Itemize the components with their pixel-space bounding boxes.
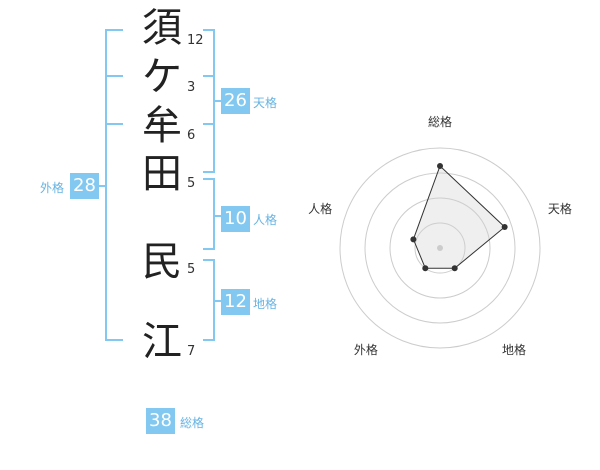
radar-axis-label: 天格 (548, 201, 572, 216)
radar-ring (414, 222, 466, 274)
radar-point (501, 223, 508, 230)
radar-center (437, 245, 443, 251)
jinkaku-bracket-connector (213, 215, 221, 217)
chikaku-label: 地格 (253, 297, 278, 311)
jinkaku-badge: 10 (221, 206, 250, 232)
radar-axis-label: 総格 (428, 114, 452, 129)
gaikaku-bracket-connector (99, 185, 107, 187)
radar-point (410, 236, 417, 243)
chikaku-badge: 12 (221, 289, 250, 315)
gaikaku-badge: 28 (70, 173, 99, 199)
stroke-count-3: 6 (187, 128, 196, 143)
name-char-5: 民 (142, 239, 182, 285)
stroke-count-6: 7 (187, 344, 196, 359)
stroke-count-1: 12 (187, 33, 204, 48)
radar-axis-label: 地格 (502, 342, 526, 357)
stroke-count-4: 5 (187, 176, 196, 191)
tenkaku-bracket-connector (213, 100, 221, 102)
name-char-6: 江 (142, 319, 182, 365)
gaikaku-bracket-tick (105, 75, 123, 77)
tenkaku-bracket-tick (203, 75, 215, 77)
tenkaku-label: 天格 (253, 96, 278, 110)
tenkaku-bracket-tick (203, 123, 215, 125)
soukaku-label: 総格 (180, 416, 205, 430)
jinkaku-bracket (203, 178, 215, 250)
chikaku-bracket-connector (213, 300, 221, 302)
radar-axis-label: 外格 (354, 342, 378, 357)
radar-point (422, 265, 429, 272)
name-char-4: 田 (142, 151, 182, 197)
gaikaku-label: 外格 (40, 181, 65, 195)
jinkaku-label: 人格 (253, 213, 278, 227)
radar-point (437, 163, 443, 169)
gaikaku-bracket-tick (105, 123, 123, 125)
radar-ring (339, 147, 541, 349)
tenkaku-badge: 26 (221, 88, 250, 114)
name-char-2: ケ (142, 54, 182, 100)
radar-ring (364, 172, 516, 324)
stroke-count-5: 5 (187, 262, 196, 277)
name-char-1: 須 (142, 5, 182, 51)
radar-axis-label: 人格 (308, 201, 332, 216)
radar-ring (389, 197, 491, 299)
radar-area (412, 165, 506, 269)
stroke-count-2: 3 (187, 80, 196, 95)
radar-point (451, 265, 458, 272)
soukaku-badge: 38 (146, 408, 175, 434)
name-char-3: 牟 (142, 103, 182, 149)
